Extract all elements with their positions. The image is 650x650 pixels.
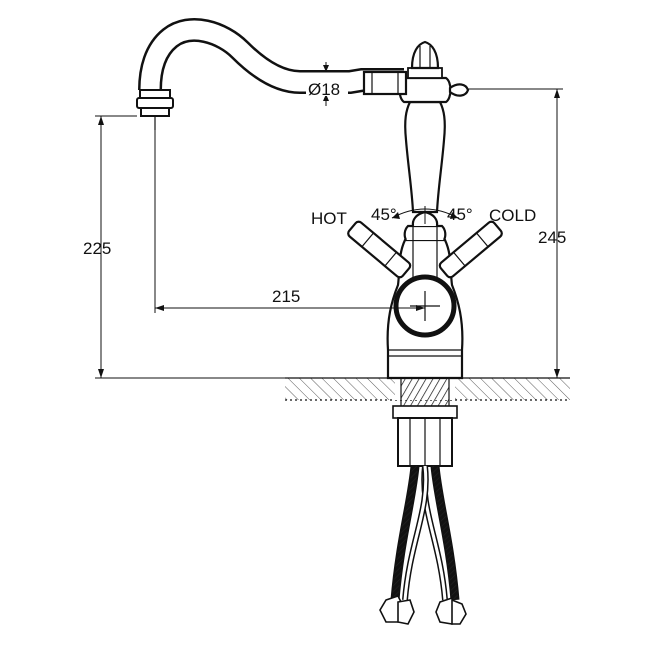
cartridge-circle	[393, 274, 457, 338]
faucet-column	[404, 100, 446, 214]
dimension-pipe-diameter: Ø18	[306, 62, 348, 106]
angle-right-label: 45°	[447, 205, 473, 224]
braided-hoses	[379, 465, 467, 625]
spout-pipe	[138, 18, 408, 96]
hose-fitting-left	[379, 595, 415, 625]
hot-label: HOT	[311, 209, 347, 228]
threaded-shank	[392, 377, 458, 467]
cold-label: COLD	[489, 206, 536, 225]
spout-height-label: 225	[83, 239, 111, 258]
pipe-diameter-label: Ø18	[308, 80, 340, 99]
spout-reach-label: 215	[272, 287, 300, 306]
cold-handle	[438, 220, 503, 279]
handle-angle-indicators: 45° 45°	[371, 205, 473, 224]
total-height-label: 245	[538, 228, 566, 247]
spout-head	[398, 40, 470, 104]
aerator	[136, 89, 174, 130]
dimension-spout-reach: 215	[154, 130, 425, 313]
angle-left-label: 45°	[371, 205, 397, 224]
hot-handle	[347, 220, 412, 279]
dimension-total-height: 245	[468, 88, 566, 378]
hose-fitting-right	[435, 597, 467, 625]
dimension-spout-height: 225	[83, 115, 285, 379]
